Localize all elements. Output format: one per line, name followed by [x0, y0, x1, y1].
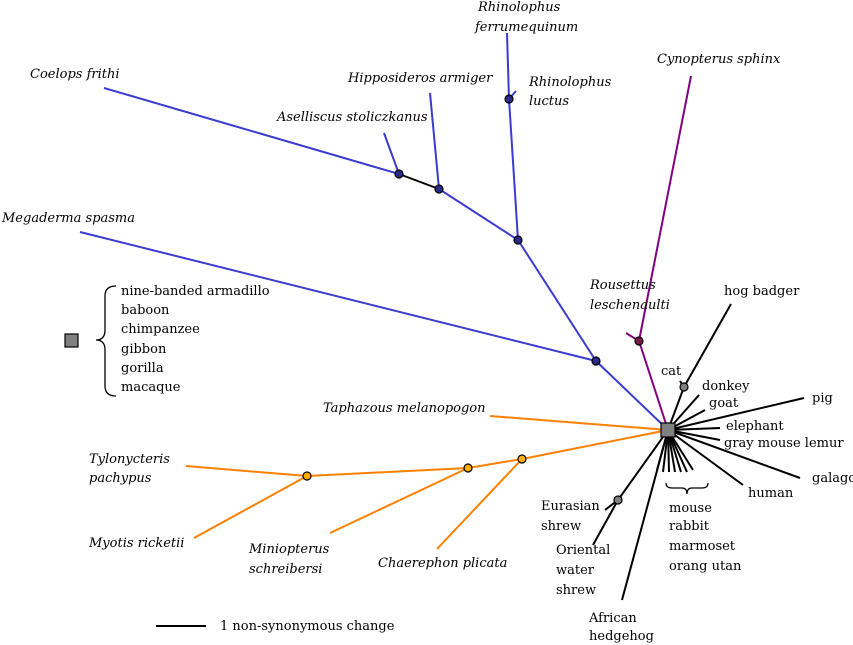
bracket-group-square [64, 333, 79, 348]
branch-coelops-frithi [103, 87, 400, 175]
branch-chaerephon-plicata [436, 458, 523, 550]
node-hipposideros [434, 184, 444, 194]
blue-clade [79, 32, 669, 431]
branch-pig [667, 397, 805, 431]
label-rousettus-leschenaulti-1: Rousettus [589, 278, 656, 293]
label-human: human [748, 486, 794, 501]
branch-african-hedgehog [621, 429, 669, 601]
label-baboon: baboon [121, 303, 170, 318]
label-orang-utan: orang utan [669, 559, 742, 574]
node-rhinolophus [504, 94, 514, 104]
label-coelops-frithi: Coelops frithi [30, 67, 120, 82]
scale-bar-label: 1 non-synonymous change [220, 619, 395, 634]
curly-brace-left [95, 285, 117, 397]
node-aselliscus [394, 169, 404, 179]
branch-rhinolophoid-stem [517, 239, 597, 362]
branch-vespertilionoid-stem [467, 458, 523, 469]
label-galago: galago [812, 471, 853, 486]
label-tylonycteris-pachypus-1: Tylonycteris [89, 452, 170, 467]
label-rhinolophus-luctus-2: luctus [529, 94, 569, 109]
label-myotis-ricketii: Myotis ricketii [88, 536, 184, 551]
branch-galago [667, 429, 801, 479]
label-mouse: mouse [669, 501, 712, 516]
branch-shrew-stem [617, 429, 669, 501]
branch-elephant [667, 427, 721, 431]
branch-human [667, 429, 744, 486]
root-square [660, 422, 676, 438]
curly-brace-under [665, 482, 709, 495]
node-rhinolophoid [513, 235, 523, 245]
label-eurasian-shrew-2: shrew [541, 519, 581, 534]
label-tylonycteris-pachypus-2: pachypus [89, 471, 152, 486]
branch-cynopterus-sphinx [638, 75, 692, 342]
label-rhinolophus-luctus-1: Rhinolophus [528, 75, 612, 90]
label-cat: cat [661, 364, 682, 379]
branch-gray-mouse-lemur [667, 429, 721, 441]
branch-oriental-water-shrew [592, 499, 619, 546]
node-carnivora [679, 382, 689, 392]
label-pig: pig [812, 391, 833, 406]
label-rousettus-leschenaulti-2: leschenaulti [590, 298, 670, 313]
label-oriental-water-shrew-1: Oriental [556, 543, 610, 558]
label-macaque: macaque [121, 380, 181, 395]
label-hog-badger: hog badger [724, 284, 800, 299]
nodes [64, 94, 689, 505]
label-taphazous-melanopogon: Taphazous melanopogon [323, 401, 486, 416]
label-eurasian-shrew-1: Eurasian [541, 499, 600, 514]
label-oriental-water-shrew-3: shrew [556, 583, 596, 598]
label-chimpanzee: chimpanzee [121, 322, 200, 337]
bracket-group-list: nine-banded armadillo baboon chimpanzee … [121, 284, 270, 395]
label-elephant: elephant [726, 419, 784, 434]
branch-tylonycteris-pachypus [185, 465, 308, 477]
label-gibbon: gibbon [121, 342, 167, 357]
branch-miniopterus-schreibersi [329, 467, 469, 534]
label-marmoset: marmoset [669, 539, 736, 554]
branch-yangochiroptera-stem [521, 429, 669, 460]
label-megaderma-spasma: Megaderma spasma [1, 211, 135, 226]
node-chaerephon [517, 454, 527, 464]
branch-rhinolophus-ferrumequinum [506, 32, 510, 100]
label-nine-banded-armadillo: nine-banded armadillo [121, 284, 270, 299]
branch-hog-badger [683, 303, 732, 388]
branch-hipposiderid-stem [438, 188, 519, 241]
label-african-hedgehog-2: hedgehog [589, 629, 654, 644]
node-megaderma [591, 356, 601, 366]
label-cynopterus-sphinx: Cynopterus sphinx [657, 52, 781, 67]
branch-aselliscus-stoliczkanus [383, 132, 400, 175]
label-goat: goat [709, 396, 739, 411]
label-rabbit: rabbit [669, 519, 710, 534]
label-african-hedgehog-1: African [588, 611, 637, 626]
node-vespertilionid [302, 471, 312, 481]
bat-labels: Rhinolophus ferrumequinum Cynopterus sph… [1, 0, 781, 577]
branch-yinpterochiroptera-stem [595, 360, 669, 431]
node-pteropodid [634, 336, 644, 346]
label-rhinolophus-ferrumequinum-2: ferrumequinum [474, 20, 578, 35]
branch-taphazous-melanopogon [489, 415, 669, 431]
orange-clade [185, 415, 669, 550]
label-chaerephon-plicata: Chaerephon plicata [378, 556, 507, 571]
label-gray-mouse-lemur: gray mouse lemur [724, 436, 844, 451]
black-clade [592, 303, 805, 601]
label-donkey: donkey [702, 379, 750, 394]
branch-rhinolophus-stem [508, 98, 519, 241]
node-shrew [613, 495, 623, 505]
label-hipposideros-armiger: Hipposideros armiger [347, 71, 493, 86]
label-aselliscus-stoliczkanus: Aselliscus stoliczkanus [276, 110, 428, 125]
branch-aselliscus-hipposideros-link [398, 173, 440, 190]
label-miniopterus-schreibersi-1: Miniopterus [248, 542, 330, 557]
branch-pteropodid-stem [638, 340, 669, 431]
node-miniopterus [463, 463, 473, 473]
label-oriental-water-shrew-2: water [556, 563, 595, 578]
scale-bar: 1 non-synonymous change [156, 619, 395, 634]
branch-hipposideros-armiger [429, 92, 440, 190]
mammal-labels: hog badger cat donkey goat pig elephant … [541, 284, 853, 644]
label-gorilla: gorilla [121, 361, 164, 376]
label-miniopterus-schreibersi-2: schreibersi [249, 562, 322, 577]
branch-vespertilionid-stem [306, 467, 469, 477]
label-rhinolophus-ferrumequinum-1: Rhinolophus [477, 0, 561, 15]
branch-myotis-ricketii [193, 475, 308, 539]
branch-megaderma-spasma [79, 231, 597, 362]
